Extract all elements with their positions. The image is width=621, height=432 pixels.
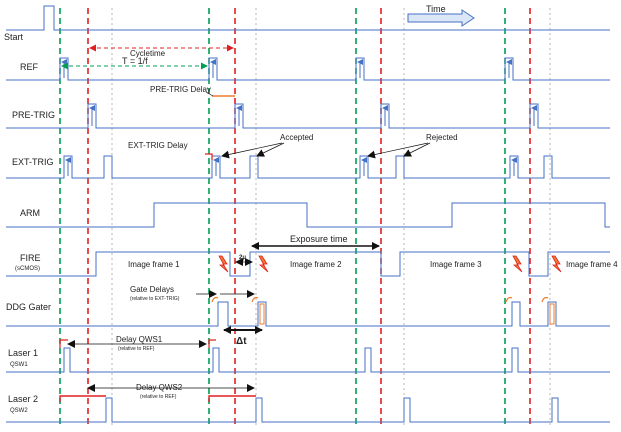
- waveform-fire: [6, 251, 610, 277]
- delay-qws1-bracket-2: [208, 339, 216, 348]
- time-label: Time: [426, 4, 446, 14]
- delta-t-label: Δt: [236, 336, 247, 347]
- gate-orange-pulse-2: [549, 303, 555, 325]
- two-mu-label: 2μ: [239, 255, 246, 261]
- rejected-arrow-2: [403, 142, 431, 157]
- gate-orange-2: [251, 296, 259, 303]
- flash-icon: [258, 255, 269, 273]
- waveforms: [6, 5, 610, 423]
- signal-label-pretrig: PRE-TRIG: [12, 110, 55, 120]
- delay-qws2-sublabel: (relative to REF): [140, 394, 177, 400]
- waveform-arm: [6, 202, 610, 228]
- signal-label-arm: ARM: [20, 208, 40, 218]
- signal-label-start: Start: [4, 32, 24, 42]
- gate-delays-sublabel: (relative to EXT-TRIG): [130, 296, 180, 302]
- exposure-time-label: Exposure time: [290, 234, 348, 244]
- signal-sublabel-laser1: QSW1: [10, 362, 28, 368]
- flash-icon: [218, 255, 229, 273]
- gate-orange-3: [505, 296, 513, 303]
- rejected-label: Rejected: [426, 133, 458, 142]
- delay-qws2-bracket-2: [208, 395, 256, 402]
- accepted-label: Accepted: [280, 133, 313, 142]
- cycletime-label: Cycletime: [130, 49, 166, 58]
- time-arrow-icon: [407, 9, 475, 27]
- delay-qws1-sublabel: (relative to REF): [118, 346, 155, 352]
- frame-1-label: Image frame 1: [128, 260, 180, 269]
- frame-3-label: Image frame 3: [430, 260, 482, 269]
- period-label: T = 1/f: [122, 56, 148, 66]
- delay-qws1-label: Delay QWS1: [116, 335, 163, 344]
- gate-orange-1: [211, 296, 219, 303]
- rising-arrows: [61, 59, 537, 176]
- flash-icon: [512, 255, 523, 273]
- flash-icons: [218, 255, 562, 273]
- gate-delays-label: Gate Delays: [130, 285, 174, 294]
- signal-sublabel-fire: (sCMOS): [15, 266, 40, 272]
- signal-labels: Start REF PRE-TRIG EXT-TRIG ARM FIRE (sC…: [4, 32, 55, 414]
- delay-qws2-bracket-1: [59, 395, 106, 402]
- signal-label-laser1: Laser 1: [8, 348, 38, 358]
- gate-orange-4: [541, 296, 549, 303]
- exttrig-delay-label: EXT-TRIG Delay: [128, 141, 188, 150]
- signal-label-ref: REF: [20, 62, 39, 72]
- frame-4-label: Image frame 4: [566, 260, 618, 269]
- waveform-laser1: [6, 347, 610, 373]
- gate-orange-pulse-1: [259, 303, 265, 325]
- signal-label-ddg: DDG Gater: [6, 302, 51, 312]
- waveform-start: [6, 5, 610, 31]
- signal-label-exttrig: EXT-TRIG: [12, 157, 54, 167]
- delay-qws1-bracket-1: [59, 339, 68, 348]
- waveform-laser2: [6, 397, 610, 423]
- waveform-pretrig: [6, 103, 610, 129]
- signal-sublabel-laser2: QSW2: [10, 408, 28, 414]
- pretrig-delay-leader: [205, 91, 214, 97]
- accepted-arrow-1: [221, 142, 283, 159]
- waveform-exttrig: [6, 155, 610, 179]
- waveform-ddg: [6, 301, 610, 327]
- marker-lines: [59, 8, 551, 428]
- flash-icon: [551, 255, 562, 273]
- signal-label-laser2: Laser 2: [8, 394, 38, 404]
- accepted-arrow-2: [256, 142, 285, 157]
- pretrig-delay-label: PRE-TRIG Delay: [150, 85, 211, 94]
- delay-qws2-label: Delay QWS2: [136, 383, 183, 392]
- frame-2-label: Image frame 2: [290, 260, 342, 269]
- waveform-ref: [6, 57, 610, 81]
- rejected-arrow-1: [367, 142, 429, 159]
- signal-label-fire: FIRE: [20, 253, 41, 263]
- exttrig-delay-bracket: [205, 153, 213, 160]
